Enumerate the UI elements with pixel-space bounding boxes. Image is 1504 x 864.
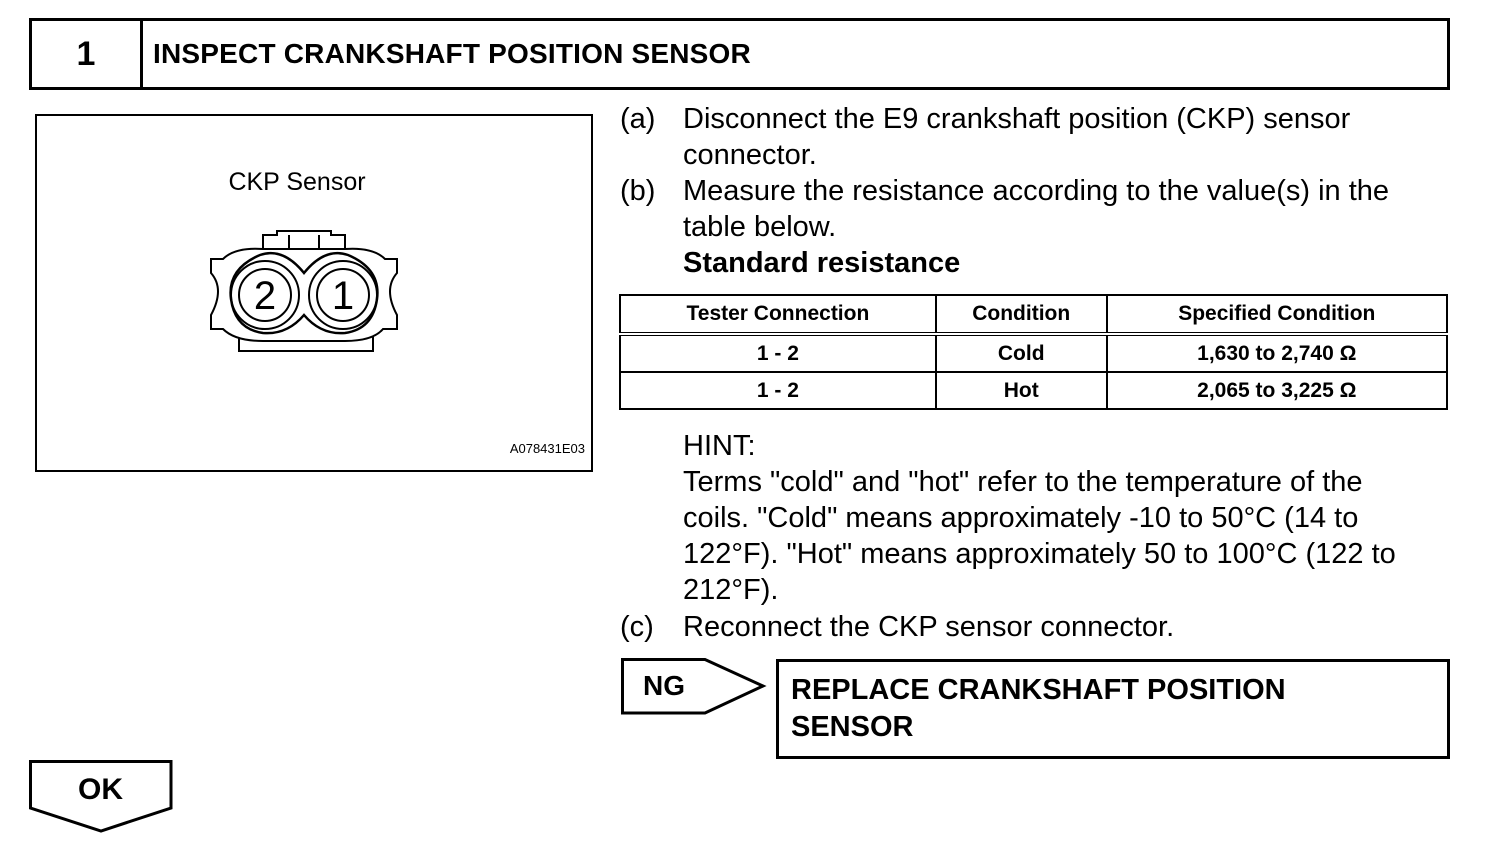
hint-line: 122°F). "Hot" means approximately 50 to … — [683, 538, 1396, 570]
table-cell: Cold — [934, 333, 1108, 373]
table-header-row: Tester Connection Condition Specified Co… — [619, 294, 1449, 336]
hint-line: coils. "Cold" means approximately -10 to… — [683, 502, 1359, 534]
terminal-2-label: 2 — [254, 274, 276, 318]
connector-diagram-icon: 2 1 — [210, 230, 398, 352]
table-cell: 1 - 2 — [619, 371, 937, 410]
table-row: 1 - 2 Cold 1,630 to 2,740 Ω — [619, 333, 1449, 373]
ok-label: OK — [78, 773, 123, 806]
table-cell: Hot — [934, 371, 1108, 410]
header-condition: Condition — [934, 294, 1108, 336]
ng-action-text: REPLACE CRANKSHAFT POSITION SENSOR — [791, 672, 1286, 746]
table-row: 1 - 2 Hot 2,065 to 3,225 Ω — [619, 371, 1449, 410]
step-b-letter: (b) — [620, 175, 656, 207]
step-c-text: Reconnect the CKP sensor connector. — [683, 611, 1175, 643]
header-tester-connection: Tester Connection — [619, 294, 937, 336]
ckp-sensor-figure: CKP Sensor 2 1 A078431E03 — [35, 114, 593, 472]
resistance-table: Tester Connection Condition Specified Co… — [619, 294, 1449, 410]
step-b-text-2: table below. — [683, 211, 837, 243]
table-cell: 1,630 to 2,740 Ω — [1105, 333, 1449, 373]
figure-code: A078431E03 — [509, 441, 585, 456]
ng-label: NG — [643, 670, 685, 701]
ng-arrow-icon — [621, 658, 767, 715]
step-c-letter: (c) — [620, 611, 654, 643]
header-specified-condition: Specified Condition — [1105, 294, 1449, 336]
hint-line: Terms "cold" and "hot" refer to the temp… — [683, 466, 1363, 498]
table-cell: 1 - 2 — [619, 333, 937, 373]
step-a-text-1: Disconnect the E9 crankshaft position (C… — [683, 103, 1351, 135]
ok-arrow-icon — [29, 760, 173, 833]
ng-action-line-2: SENSOR — [791, 711, 914, 743]
step-b-text-1: Measure the resistance according to the … — [683, 175, 1390, 207]
table-cell: 2,065 to 3,225 Ω — [1105, 371, 1449, 410]
step-number: 1 — [32, 21, 143, 87]
ng-action-box: REPLACE CRANKSHAFT POSITION SENSOR — [776, 659, 1450, 759]
figure-label: CKP Sensor — [228, 168, 366, 196]
terminal-1-label: 1 — [332, 274, 354, 318]
step-title: INSPECT CRANKSHAFT POSITION SENSOR — [153, 38, 751, 69]
step-a-letter: (a) — [620, 103, 656, 135]
hint-line: 212°F). — [683, 574, 779, 606]
ng-action-line-1: REPLACE CRANKSHAFT POSITION — [791, 674, 1286, 706]
hint-label: HINT: — [683, 430, 756, 462]
step-a-text-2: connector. — [683, 139, 817, 171]
standard-resistance-heading: Standard resistance — [683, 247, 961, 279]
step-header: 1 INSPECT CRANKSHAFT POSITION SENSOR — [29, 18, 1450, 90]
